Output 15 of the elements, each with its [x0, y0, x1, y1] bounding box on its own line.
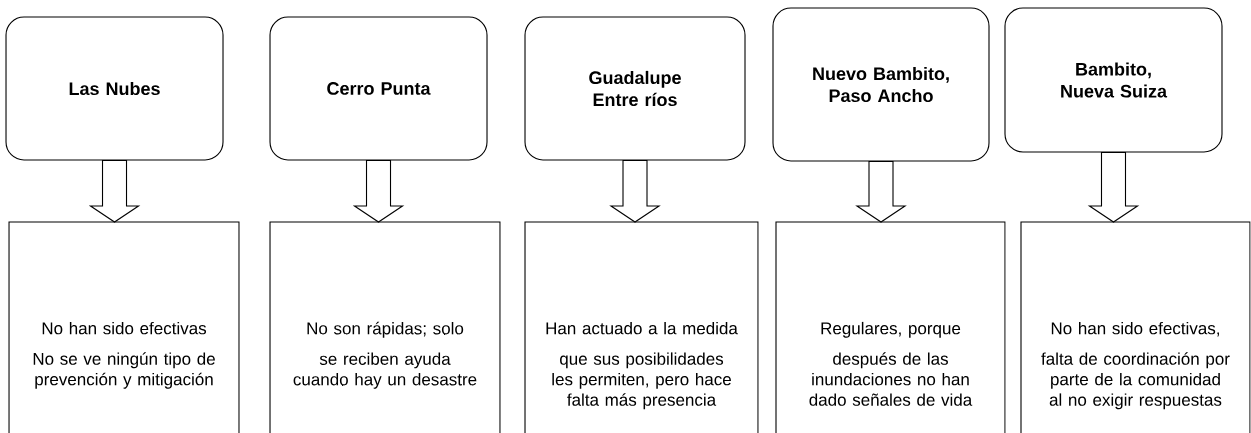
place-box: Guadalupe Entre ríos [524, 16, 746, 161]
answer-box: No han sido efectivas, falta de coordinación por parte de la comunidad al no exigir respuestas [1020, 221, 1251, 433]
place-box: Cerro Punta [269, 16, 488, 161]
answer-box: No son rápidas; solo se reciben ayuda cuando hay un desastre [269, 221, 501, 433]
answer-box: No han sido efectivas No se ve ningún tipo de prevención y mitigación [8, 221, 240, 433]
block-arrow [1087, 152, 1140, 223]
answer-box: Regulares, porque después de las inundaciones no han dado señales de vida [775, 221, 1006, 433]
block-arrow [352, 160, 405, 223]
block-arrow [609, 160, 661, 223]
block-arrow [855, 161, 907, 223]
place-box: Las Nubes [5, 16, 224, 161]
place-box: Bambito, Nueva Suiza [1004, 7, 1223, 153]
place-box: Nuevo Bambito, Paso Ancho [772, 7, 990, 162]
answer-box: Han actuado a la medida que sus posibilidades les permiten, pero hace falta más presencia [524, 221, 759, 433]
block-arrow [88, 160, 141, 223]
